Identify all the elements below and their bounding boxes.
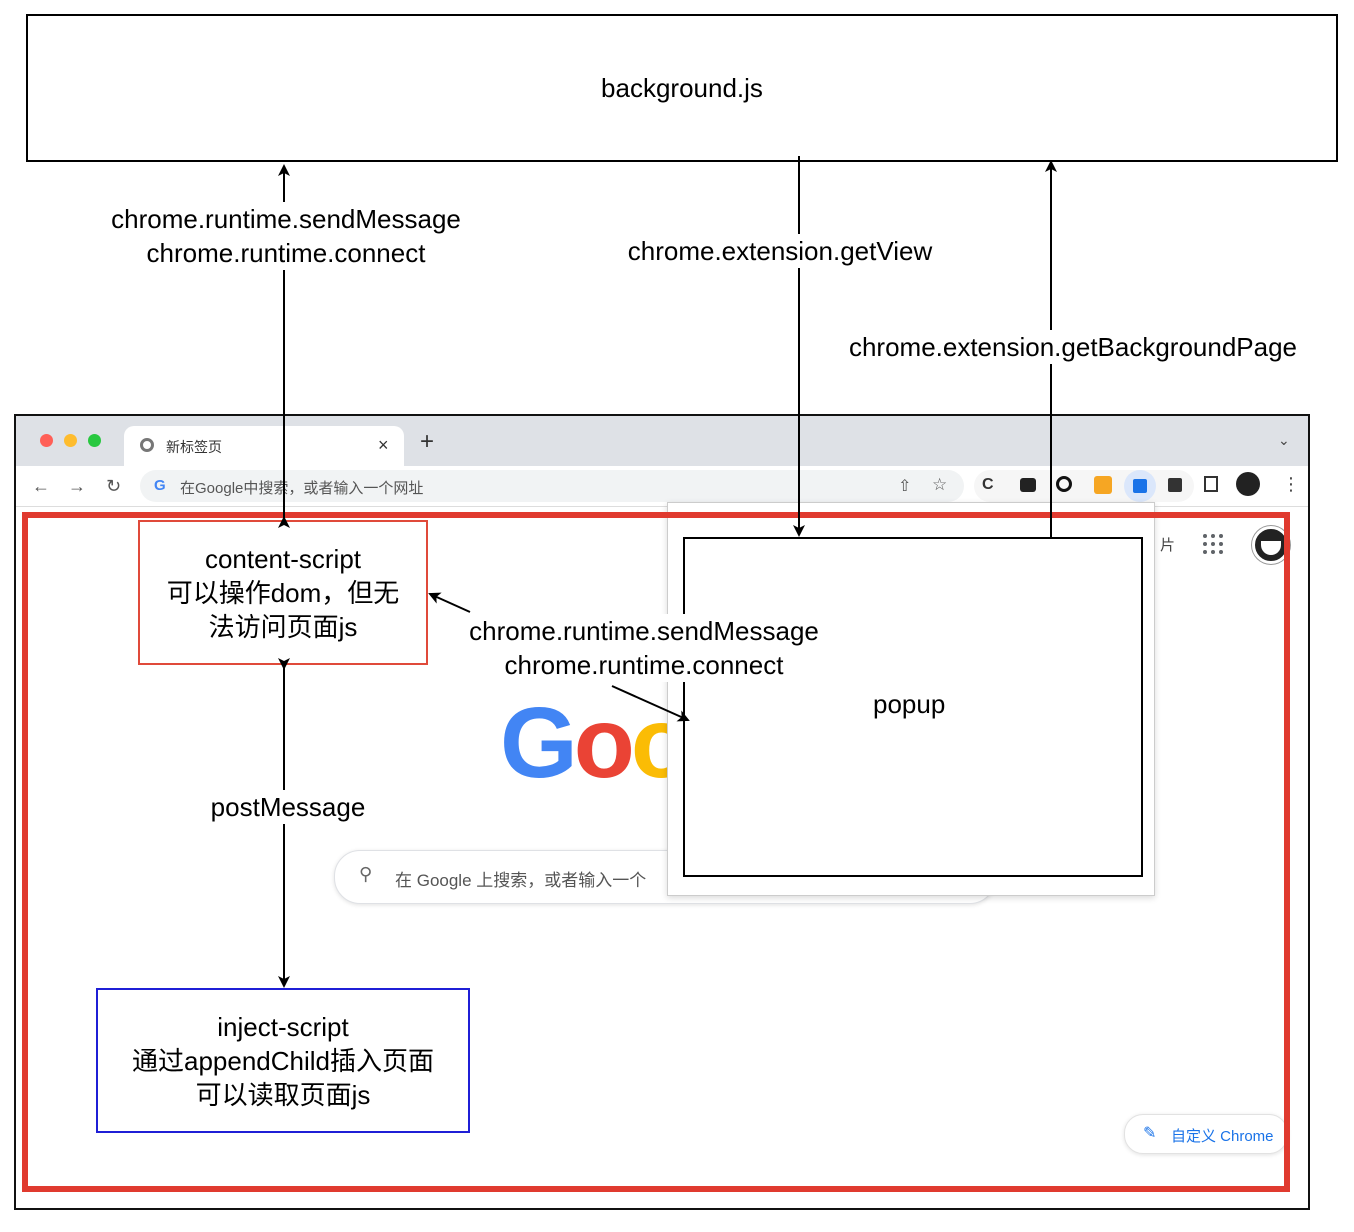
- extension-box-icon[interactable]: [1020, 478, 1036, 492]
- tab-title: 新标签页: [166, 439, 222, 455]
- arrow-popup-content: [428, 592, 471, 613]
- chrome-icon: [140, 438, 154, 452]
- star-icon[interactable]: ☆: [932, 475, 948, 494]
- tab-new-tab[interactable]: 新标签页 ×: [124, 426, 404, 466]
- content-script-line: 可以操作dom，但无: [166, 577, 400, 608]
- arrow-label-popup: [611, 685, 690, 722]
- popup-box: popup: [683, 537, 1143, 877]
- tab-bar: 新标签页 × + ⌄: [16, 416, 1308, 466]
- extensions-bar: C: [974, 470, 1194, 502]
- back-icon[interactable]: ←: [32, 476, 50, 496]
- toolbar: ← → ↻ G 在Google中搜索，或者输入一个网址 ⇧ ☆ C ⋮: [16, 466, 1308, 507]
- account-avatar[interactable]: [1252, 526, 1290, 564]
- background-js-label: background.js: [601, 72, 763, 103]
- background-js-box: background.js: [26, 14, 1338, 162]
- images-link[interactable]: 片: [1160, 537, 1176, 554]
- label-get-view: chrome.extension.getView: [608, 234, 952, 268]
- extension-ring-icon[interactable]: [1056, 476, 1072, 492]
- reload-icon[interactable]: ↻: [106, 476, 122, 496]
- content-script-line: content-script: [204, 543, 362, 574]
- google-logo: Goo: [500, 687, 692, 799]
- search-icon: ⚲: [359, 864, 373, 884]
- customize-chrome-button[interactable]: ✎ 自定义 Chrome: [1124, 1114, 1288, 1154]
- puzzle-icon[interactable]: [1168, 478, 1182, 492]
- label-post-message: postMessage: [198, 790, 378, 824]
- page-frame: [22, 512, 1290, 1192]
- omnibox[interactable]: G 在Google中搜索，或者输入一个网址 ⇧ ☆: [140, 470, 964, 502]
- apps-grid-icon[interactable]: [1203, 534, 1225, 556]
- tab-close-icon[interactable]: ×: [378, 435, 389, 455]
- inject-script-box: inject-script 通过appendChild插入页面 可以读取页面js: [96, 988, 470, 1133]
- label-get-background-page: chrome.extension.getBackgroundPage: [822, 330, 1324, 364]
- extension-orange-icon[interactable]: [1094, 476, 1112, 494]
- menu-icon[interactable]: ⋮: [1282, 474, 1300, 494]
- forward-icon[interactable]: →: [68, 476, 86, 496]
- maximize-window-icon[interactable]: [88, 434, 101, 447]
- minimize-window-icon[interactable]: [64, 434, 77, 447]
- inject-script-line: inject-script: [217, 1011, 349, 1042]
- profile-avatar-icon[interactable]: [1236, 472, 1260, 496]
- share-icon[interactable]: ⇧: [898, 478, 912, 495]
- popup-label: popup: [873, 689, 946, 719]
- puzzle-active-icon[interactable]: [1124, 470, 1156, 502]
- inject-script-line: 通过appendChild插入页面: [131, 1045, 434, 1076]
- new-tab-button[interactable]: +: [420, 428, 435, 455]
- search-placeholder: 在 Google 上搜索，或者输入一个: [395, 871, 647, 890]
- google-g-icon: G: [154, 477, 166, 494]
- label-send-connect-top: chrome.runtime.sendMessage chrome.runtim…: [90, 202, 482, 270]
- extension-c-icon[interactable]: C: [982, 476, 994, 493]
- close-window-icon[interactable]: [40, 434, 53, 447]
- pencil-icon: ✎: [1143, 1125, 1157, 1142]
- inject-script-line: 可以读取页面js: [195, 1079, 371, 1110]
- customize-label: 自定义 Chrome: [1171, 1128, 1274, 1145]
- content-script-line: 法访问页面js: [208, 611, 358, 642]
- label-send-connect-popup: chrome.runtime.sendMessage chrome.runtim…: [469, 614, 819, 682]
- omnibox-text: 在Google中搜索，或者输入一个网址: [180, 480, 424, 497]
- chevron-down-icon[interactable]: ⌄: [1278, 432, 1290, 448]
- side-panel-icon[interactable]: [1204, 476, 1218, 492]
